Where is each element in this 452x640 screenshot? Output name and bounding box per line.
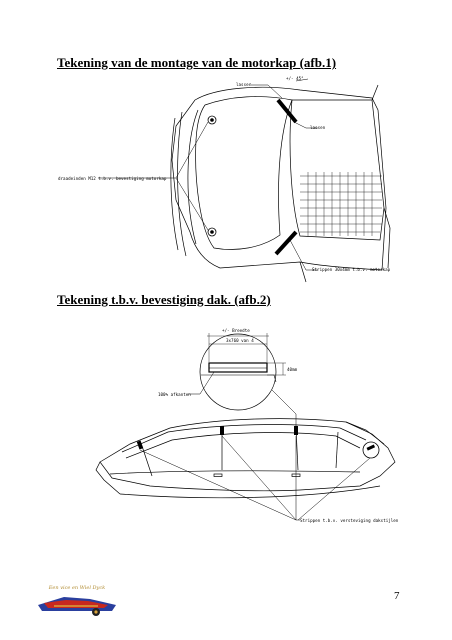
detail-plate xyxy=(208,362,268,373)
label-angle: +/- 45° xyxy=(286,76,304,81)
bolts xyxy=(207,115,217,237)
figure-2-title: Tekening t.b.v. bevestiging dak. (afb.2) xyxy=(57,292,271,307)
body-lower xyxy=(119,485,381,499)
fig2-leaders xyxy=(139,389,371,521)
strip-bottom xyxy=(274,230,298,256)
hood-inner-line xyxy=(195,96,293,250)
label-dim: 40mm xyxy=(287,367,298,372)
label-draadeinden: draadeinden M12 t.b.v. bevestiging motor… xyxy=(58,176,167,181)
side-line-2 xyxy=(383,207,391,269)
belt-line xyxy=(109,470,361,475)
footer-logo: Een vice en Wiel Dyck xyxy=(34,585,120,621)
bolt-top xyxy=(207,115,217,125)
logo-graphic xyxy=(38,597,116,616)
side-line-3 xyxy=(299,261,307,283)
grille-mesh xyxy=(300,172,382,236)
grille-frame xyxy=(289,99,385,241)
car-roof-drawing xyxy=(95,418,396,499)
afkanten-leader xyxy=(188,371,215,395)
page-number: 7 xyxy=(394,590,400,602)
logo-text: Een vice en Wiel Dyck xyxy=(48,585,106,591)
figure-1-title: Tekening van de montage van de motorkap … xyxy=(57,55,337,70)
car-outline xyxy=(99,418,396,492)
strip-top xyxy=(276,98,298,124)
label-breedte: +/- Breedte xyxy=(222,328,250,333)
hood-strips xyxy=(274,98,298,256)
roof-line xyxy=(121,424,367,453)
rear-detail-circle xyxy=(362,441,380,459)
front-arc xyxy=(170,117,179,251)
window-line xyxy=(125,432,361,459)
label-strips: 3x760 van 4 xyxy=(226,338,254,343)
pillar-1 xyxy=(141,445,153,477)
label-afkanten: 100% afkanten xyxy=(158,392,191,397)
front-wing xyxy=(95,461,121,495)
roof-strips xyxy=(136,426,298,450)
hood-outline xyxy=(171,86,387,271)
front-arc-2 xyxy=(177,111,187,257)
hood-drawing xyxy=(170,84,391,283)
fig1-leaders xyxy=(98,78,318,271)
label-lassen: lassen xyxy=(310,125,326,130)
label-lasser: lasser xyxy=(236,82,252,87)
side-line xyxy=(371,84,379,101)
bolt-bottom xyxy=(207,227,217,237)
label-strippen-dakstijlen: Strippen t.b.v. versteviging dakstijlen xyxy=(300,518,399,523)
label-strippen-motorkap: Strippen 30x4mm t.b.v. motorkap xyxy=(312,267,391,272)
detail-magnifier xyxy=(199,333,286,411)
detail-circle xyxy=(199,333,277,411)
hood-contour xyxy=(187,109,199,245)
rear-edge xyxy=(345,421,385,445)
pillar-4 xyxy=(335,431,339,469)
